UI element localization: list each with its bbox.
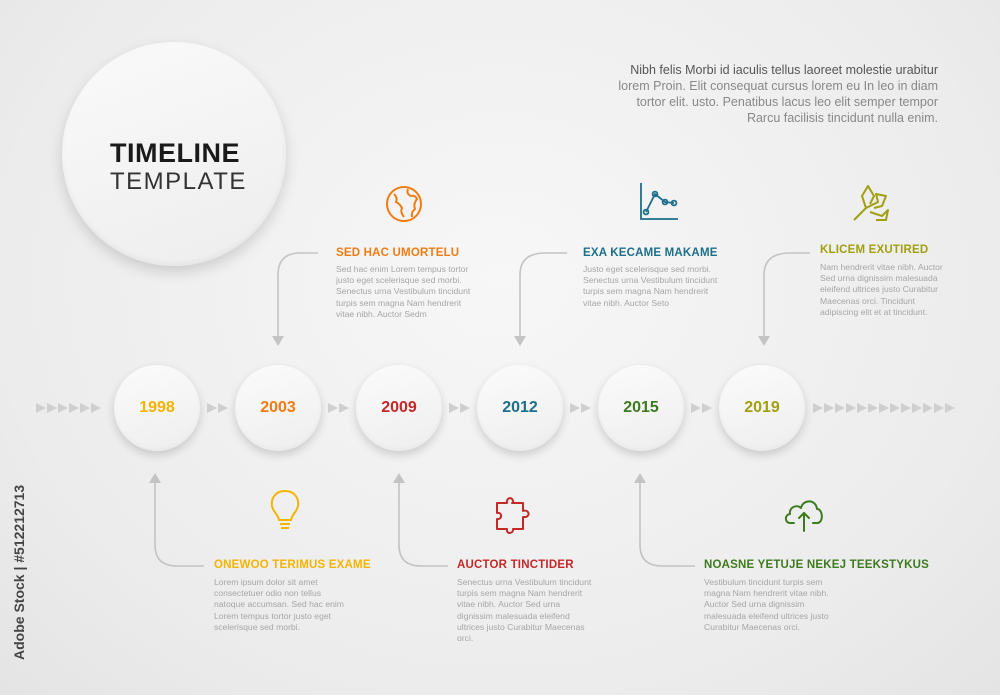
- lightbulb-icon: [270, 489, 300, 529]
- stock-watermark: Adobe Stock | #512212713: [11, 485, 27, 660]
- timeline-chevron: [879, 403, 889, 413]
- timeline-chevron: [80, 403, 90, 413]
- timeline-chevron: [868, 403, 878, 413]
- event-title-2012: EXA KECAME MAKAME: [583, 247, 718, 259]
- timeline-chevron: [47, 403, 57, 413]
- arrowhead-down-2012: [514, 336, 526, 346]
- timeline-chevron: [36, 403, 46, 413]
- year-label: 2019: [744, 399, 780, 416]
- page-subtitle: TEMPLATE: [110, 168, 247, 195]
- intro-line: Nibh felis Morbi id iaculis tellus laore…: [630, 63, 938, 77]
- timeline-chevron: [912, 403, 922, 413]
- connector-1998: [154, 480, 204, 567]
- timeline-chevrons: [36, 403, 955, 413]
- timeline-chevron: [846, 403, 856, 413]
- page-title: TIMELINE: [110, 138, 240, 168]
- connector-lines: [154, 252, 810, 567]
- timeline-chevron: [328, 403, 338, 413]
- arrowhead-up-1998: [149, 473, 161, 483]
- intro-line: Rarcu facilisis tincidunt nulla enim.: [746, 111, 938, 125]
- connector-2009: [398, 480, 448, 567]
- timeline-chevron: [835, 403, 845, 413]
- arrowhead-down-2019: [758, 336, 770, 346]
- timeline-chevron: [824, 403, 834, 413]
- timeline-chevron: [207, 403, 217, 413]
- timeline-chevron: [339, 403, 349, 413]
- connector-2015: [639, 480, 695, 567]
- timeline-chevron: [91, 403, 101, 413]
- event-title-2003: SED HAC UMORTELU: [336, 247, 460, 259]
- timeline-chevron: [581, 403, 591, 413]
- connector-2003: [277, 252, 318, 336]
- event-desc-2015: Vestibulum tincidunt turpis sem magna Na…: [704, 577, 829, 632]
- timeline-chevron: [218, 403, 228, 413]
- globe-icon: [386, 186, 422, 222]
- year-label: 2012: [502, 399, 538, 416]
- timeline-chevron: [945, 403, 955, 413]
- year-circle-1998: 1998: [114, 365, 200, 451]
- timeline-chevron: [691, 403, 701, 413]
- year-label: 2015: [623, 399, 659, 416]
- timeline-chevron: [857, 403, 867, 413]
- year-circle-2019: 2019: [719, 365, 805, 451]
- timeline-chevron: [901, 403, 911, 413]
- timeline-chevron: [570, 403, 580, 413]
- event-desc-1998: Lorem ipsum dolor sit amet consectetuer …: [214, 577, 344, 632]
- arrowhead-down-2003: [272, 336, 284, 346]
- intro-line: lorem Proin. Elit consequat cursus lorem…: [618, 79, 938, 93]
- timeline-chevron: [934, 403, 944, 413]
- timeline-chevron: [890, 403, 900, 413]
- timeline-chevron: [460, 403, 470, 413]
- intro-line: tortor elit. usto. Penatibus lacus leo e…: [636, 95, 938, 109]
- year-circle-2012: 2012: [477, 365, 563, 451]
- watermark-text: Adobe Stock | #512212713: [11, 485, 27, 660]
- connector-2019: [763, 252, 810, 336]
- event-desc-2012: Justo eget scelerisque sed morbi. Senect…: [583, 264, 718, 308]
- line-chart-icon: [640, 183, 678, 220]
- timeline-chevron: [449, 403, 459, 413]
- event-desc-2009: Senectus urna Vestibulum tincidunt turpi…: [457, 577, 592, 644]
- timeline-chevron: [58, 403, 68, 413]
- timeline-chevron: [923, 403, 933, 413]
- timeline-chevron: [69, 403, 79, 413]
- timeline-chevron: [813, 403, 823, 413]
- connector-2012: [519, 252, 567, 336]
- puzzle-icon: [496, 497, 530, 534]
- year-circle-2009: 2009: [356, 365, 442, 451]
- arrowhead-up-2015: [634, 473, 646, 483]
- timeline-chevron: [702, 403, 712, 413]
- intro-paragraph: Nibh felis Morbi id iaculis tellus laore…: [578, 62, 938, 126]
- event-title-1998: ONEWOO TERIMUS EXAME: [214, 559, 371, 571]
- year-label: 2003: [260, 399, 296, 416]
- year-circle-2003: 2003: [235, 365, 321, 451]
- event-title-2009: AUCTOR TINCTIDER: [457, 559, 574, 571]
- cloud-upload-icon: [784, 500, 823, 532]
- branching-arrows-icon: [853, 185, 889, 221]
- year-circle-2015: 2015: [598, 365, 684, 451]
- event-title-2015: NOASNE YETUJE NEKEJ TEEKSTYKUS: [704, 559, 929, 571]
- event-desc-2019: Nam hendrerit vitae nibh. Auctor Sed urn…: [820, 262, 943, 317]
- connector-arrowheads: [149, 336, 770, 483]
- arrowhead-up-2009: [393, 473, 405, 483]
- year-label: 1998: [139, 399, 175, 416]
- title-circle: [62, 42, 286, 266]
- year-label: 2009: [381, 399, 417, 416]
- event-title-2019: KLICEM EXUTIRED: [820, 244, 929, 256]
- event-desc-2003: Sed hac enim Lorem tempus tortor justo e…: [336, 264, 471, 319]
